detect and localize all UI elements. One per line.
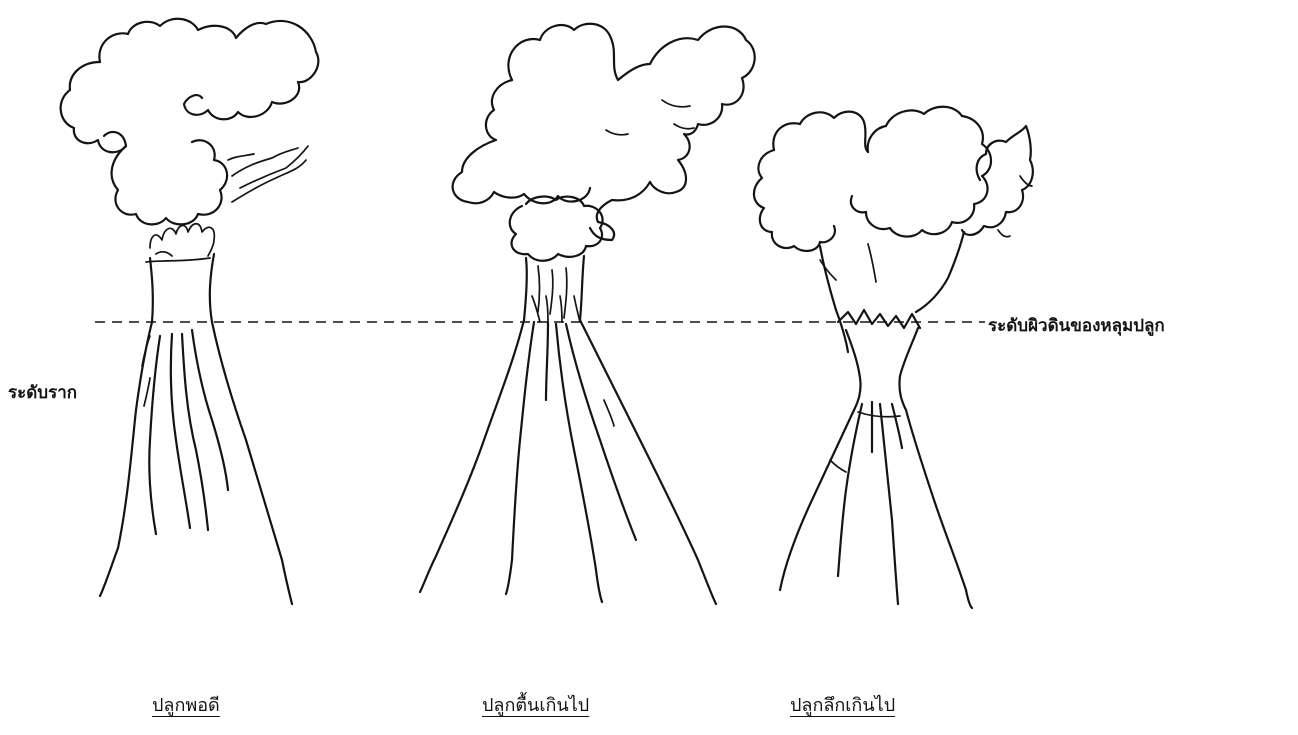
plant-deep-roots — [780, 410, 854, 590]
plant-deep-stem — [820, 246, 848, 352]
plant-correct-stem — [150, 258, 153, 322]
plant-shallow-roots — [420, 320, 524, 592]
plant-too-deep — [754, 107, 1033, 608]
caption-too-deep: ปลูกลึกเกินไป — [790, 690, 895, 719]
root-level-label: ระดับราก — [8, 379, 77, 406]
plant-deep-collar — [838, 310, 920, 328]
plant-too-shallow — [420, 24, 755, 604]
plant-correct-depth — [61, 19, 319, 604]
caption-correct: ปลูกพอดี — [152, 690, 220, 719]
plant-correct-roots — [100, 322, 152, 596]
caption-too-shallow: ปลูกตื้นเกินไป — [482, 690, 589, 719]
plant-deep-foliage — [773, 112, 868, 152]
plant-shallow-foliage — [508, 24, 754, 194]
plant-shallow-stem — [524, 258, 527, 320]
plant-correct-foliage — [99, 19, 318, 120]
soil-surface-label: ระดับผิวดินของหลุมปลูก — [988, 312, 1165, 339]
root-level-leader — [144, 378, 150, 406]
